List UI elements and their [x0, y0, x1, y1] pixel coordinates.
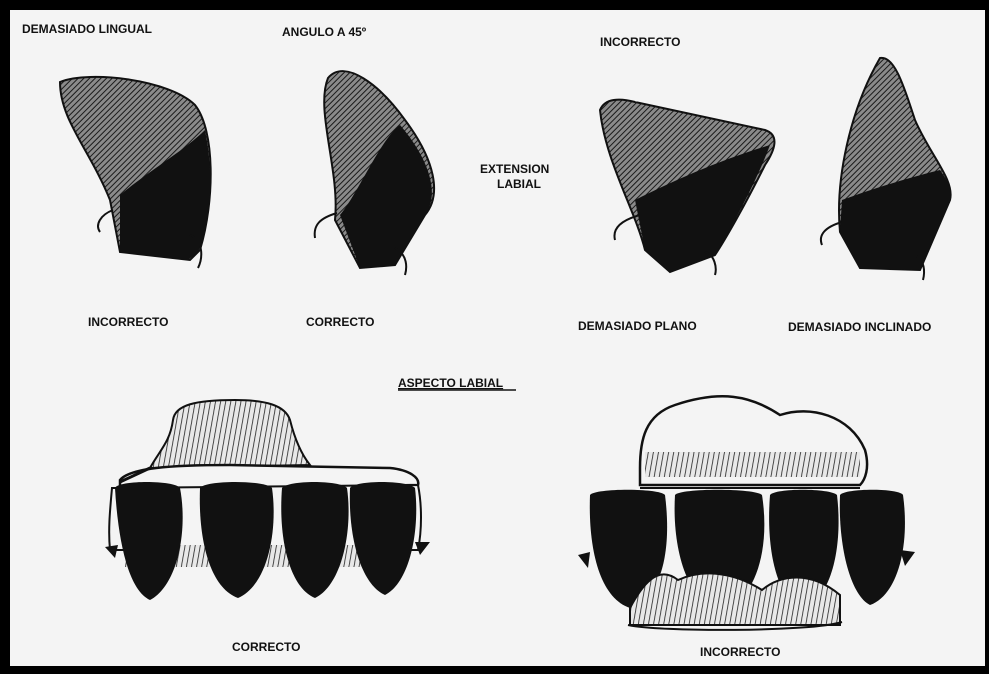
- label-correcto-2: CORRECTO: [232, 640, 300, 654]
- label-angulo-45: ANGULO A 45º: [282, 25, 367, 39]
- profile-too-lingual: [60, 77, 211, 268]
- label-incorrecto-1: INCORRECTO: [88, 315, 168, 329]
- label-correcto-1: CORRECTO: [306, 315, 374, 329]
- profile-correct-45: [315, 71, 434, 275]
- labial-aspect-correct: [105, 400, 430, 600]
- label-incorrecto-2: INCORRECTO: [700, 645, 780, 659]
- label-demasiado-plano: DEMASIADO PLANO: [578, 319, 697, 333]
- denture-diagram: DEMASIADO LINGUAL ANGULO A 45º INCORRECT…: [10, 10, 985, 666]
- label-aspecto-labial: ASPECTO LABIAL: [398, 376, 503, 390]
- figure-panel: DEMASIADO LINGUAL ANGULO A 45º INCORRECT…: [10, 10, 985, 666]
- label-incorrecto-top: INCORRECTO: [600, 35, 680, 49]
- label-extension-2: LABIAL: [497, 177, 541, 191]
- label-demasiado-inclinado: DEMASIADO INCLINADO: [788, 320, 931, 334]
- profile-too-inclined: [821, 58, 951, 280]
- labial-aspect-incorrect: [578, 396, 915, 630]
- label-extension-1: EXTENSION: [480, 162, 549, 176]
- profile-too-flat: [600, 100, 774, 275]
- label-demasiado-lingual: DEMASIADO LINGUAL: [22, 22, 152, 36]
